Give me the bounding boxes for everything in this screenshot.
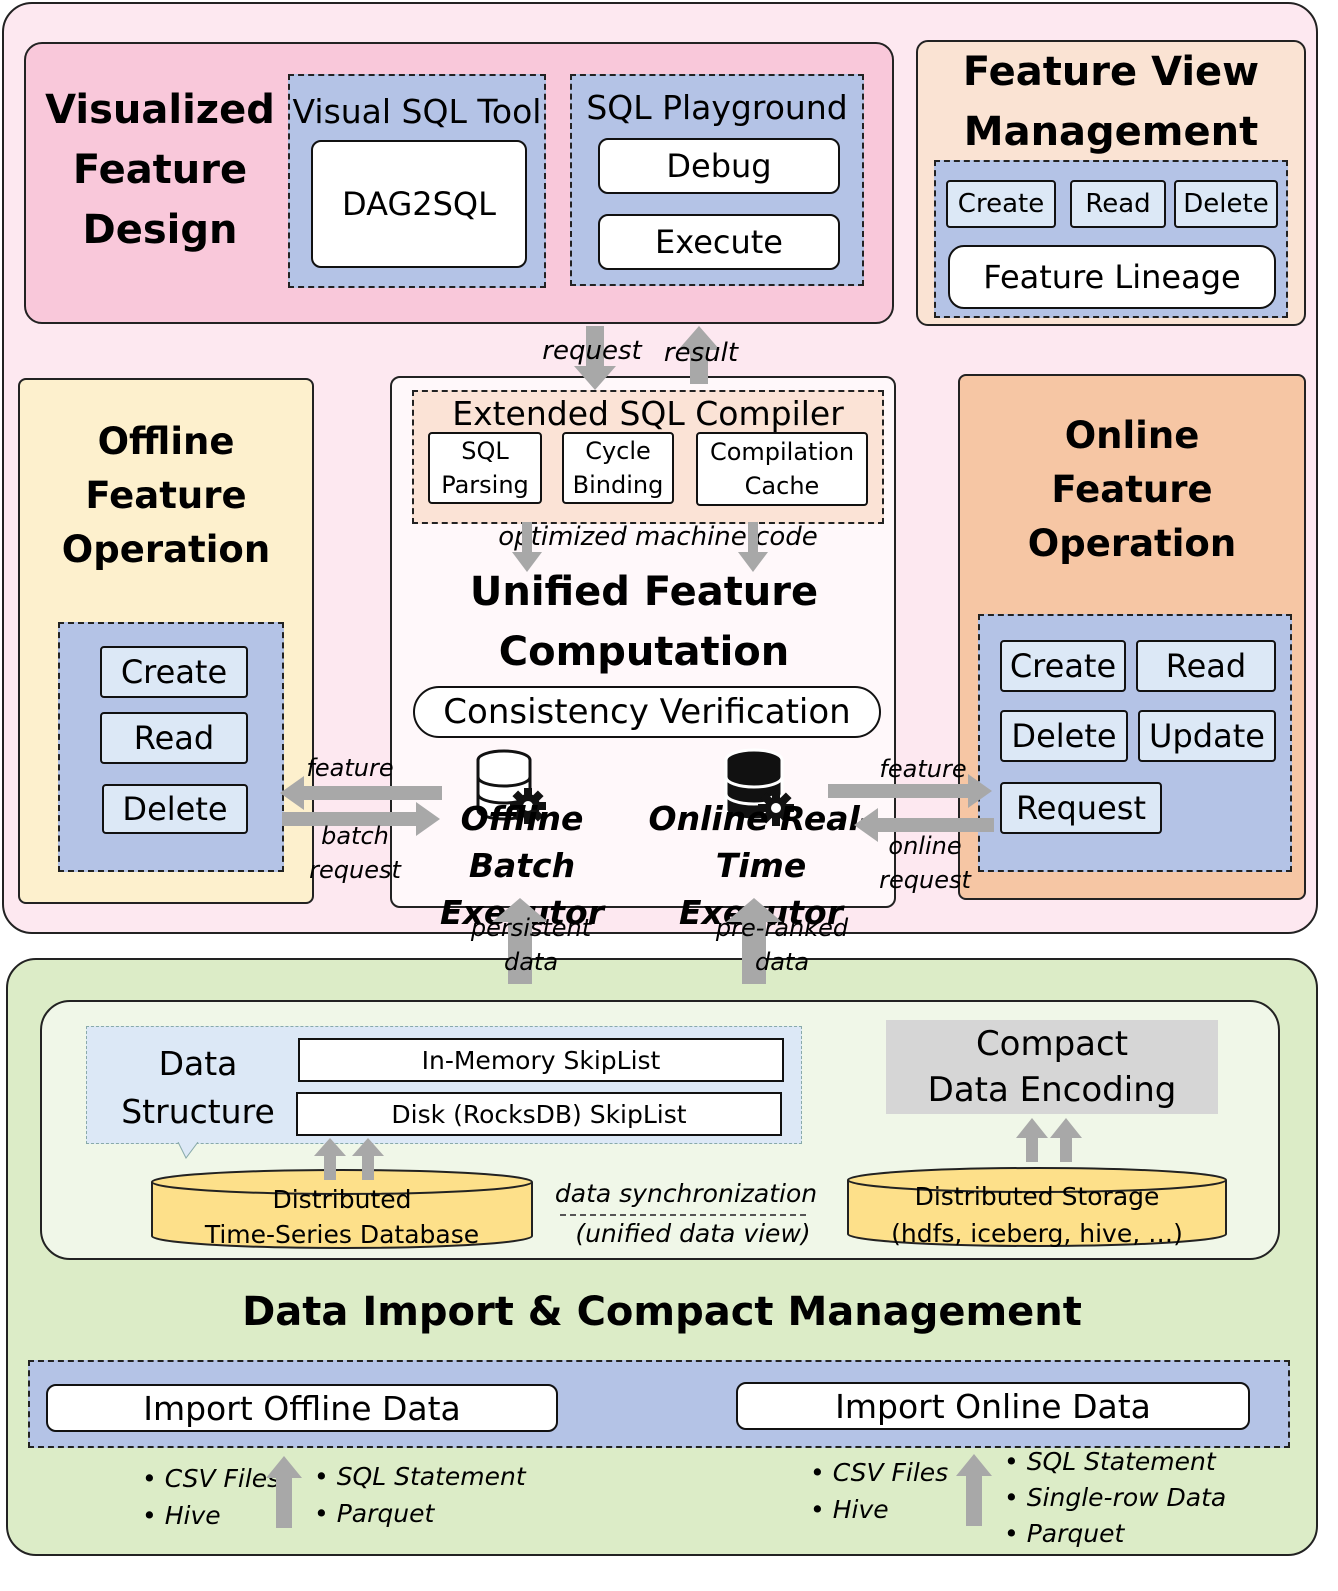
compact-data-encoding-box: Compact Data Encoding <box>886 1020 1218 1114</box>
preranked-data-label: pre-ranked data <box>715 914 849 976</box>
fv-delete-button[interactable]: Delete <box>1174 180 1278 228</box>
batch-request-label: batch request <box>309 822 401 884</box>
optimized-machine-code-label: optimized machine code <box>498 522 818 552</box>
online-feature-operation-title: Online Feature Operation <box>1027 414 1237 565</box>
offline-sources-left: • CSV Files • Hive <box>142 1464 281 1530</box>
unified-feature-computation-title: Unified Feature Computation <box>469 569 819 675</box>
import-offline-data-button[interactable]: Import Offline Data <box>46 1384 558 1432</box>
cycle-binding-box: Cycle Binding <box>562 432 674 504</box>
visualized-feature-design-title: Visualized Feature Design <box>45 87 275 253</box>
online-request-label: online request <box>879 832 971 894</box>
data-structure-label: Data Structure <box>121 1044 275 1131</box>
online-request-button[interactable]: Request <box>1000 782 1162 834</box>
data-sync-divider <box>560 1214 806 1216</box>
online-realtime-executor-label: Online Real- Time Executor <box>648 798 874 932</box>
data-structure-callout-tail <box>177 1142 199 1159</box>
dag2sql-button[interactable]: DAG2SQL <box>311 140 527 268</box>
unified-data-view-label: (unified data view) <box>575 1219 811 1248</box>
disk-skiplist-box: Disk (RocksDB) SkipList <box>296 1092 782 1136</box>
distributed-storage-label: Distributed Storage (hdfs, iceberg, hive… <box>891 1182 1183 1248</box>
feature-view-management-title: Feature View Management <box>962 49 1260 155</box>
feature-left-label: feature <box>306 754 394 782</box>
execute-button[interactable]: Execute <box>598 214 840 270</box>
online-sources-right: • SQL Statement • Single-row Data • Parq… <box>1004 1447 1227 1548</box>
offline-create-button[interactable]: Create <box>100 646 248 698</box>
consistency-verification-box: Consistency Verification <box>413 686 881 738</box>
request-label: request <box>542 336 642 366</box>
feature-right-label: feature <box>879 755 967 783</box>
data-sync-label: data synchronization <box>554 1179 818 1208</box>
visual-sql-tool-title: Visual SQL Tool <box>292 91 542 131</box>
extended-sql-compiler-title: Extended SQL Compiler <box>452 393 844 433</box>
online-database-icon <box>724 748 794 826</box>
persistent-data-label: persistent data <box>470 914 592 976</box>
online-read-button[interactable]: Read <box>1136 640 1276 692</box>
result-label: result <box>663 338 739 368</box>
offline-read-button[interactable]: Read <box>100 712 248 764</box>
sql-playground-title: SQL Playground <box>586 87 848 127</box>
distributed-storage-cylinder <box>847 1167 1227 1247</box>
offline-feature-operation-title: Offline Feature Operation <box>61 420 271 571</box>
data-import-title: Data Import & Compact Management <box>242 1289 1082 1335</box>
online-delete-button[interactable]: Delete <box>1000 710 1128 762</box>
sql-parsing-box: SQL Parsing <box>428 432 542 504</box>
offline-batch-executor-label: Offline Batch Executor <box>440 798 604 932</box>
fv-read-button[interactable]: Read <box>1070 180 1166 228</box>
fv-create-button[interactable]: Create <box>946 180 1056 228</box>
online-update-button[interactable]: Update <box>1138 710 1276 762</box>
feature-lineage-button[interactable]: Feature Lineage <box>948 245 1276 309</box>
online-sources-left: • CSV Files • Hive <box>810 1458 949 1524</box>
debug-button[interactable]: Debug <box>598 138 840 194</box>
in-memory-skiplist-box: In-Memory SkipList <box>298 1038 784 1082</box>
tsdb-label: Distributed Time-Series Database <box>204 1185 480 1249</box>
import-online-data-button[interactable]: Import Online Data <box>736 1382 1250 1430</box>
offline-sources-right: • SQL Statement • Parquet <box>314 1462 526 1528</box>
online-create-button[interactable]: Create <box>1000 640 1126 692</box>
compilation-cache-box: Compilation Cache <box>696 432 868 506</box>
offline-delete-button[interactable]: Delete <box>102 784 248 834</box>
offline-database-icon <box>476 749 546 824</box>
